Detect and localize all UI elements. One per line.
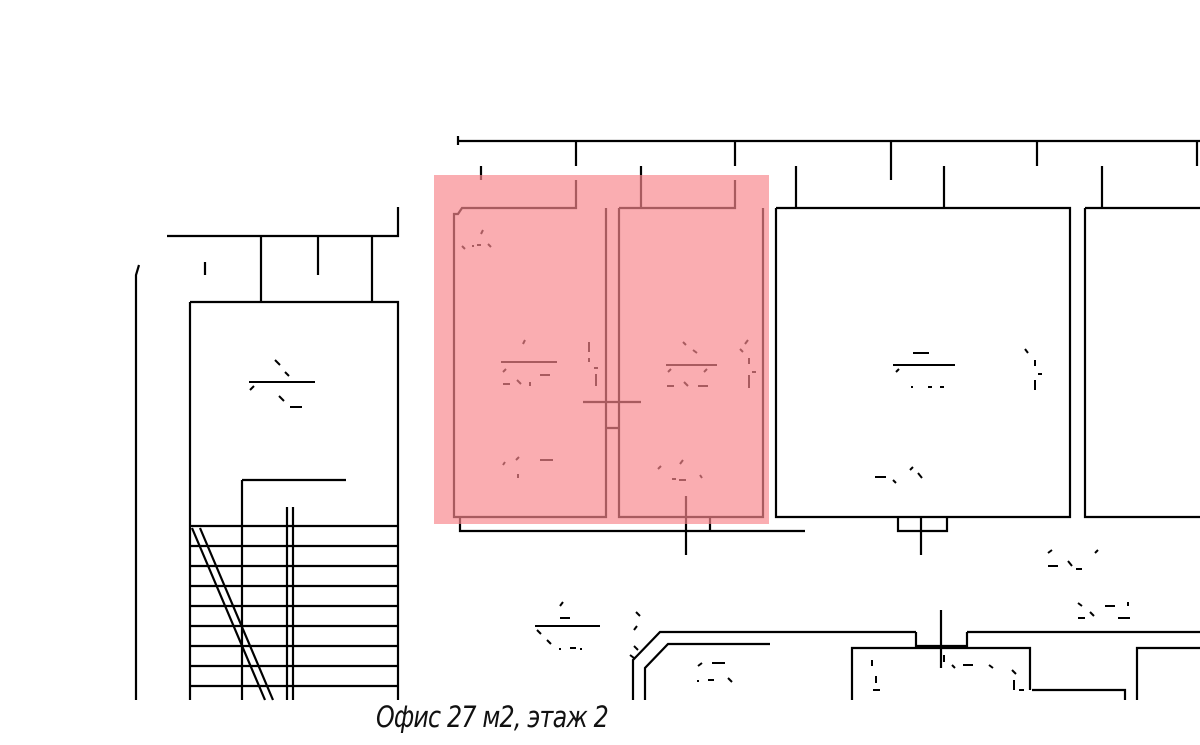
office-highlight: [434, 175, 769, 524]
plan-caption: Офис 27 м2, этаж 2: [376, 700, 609, 734]
